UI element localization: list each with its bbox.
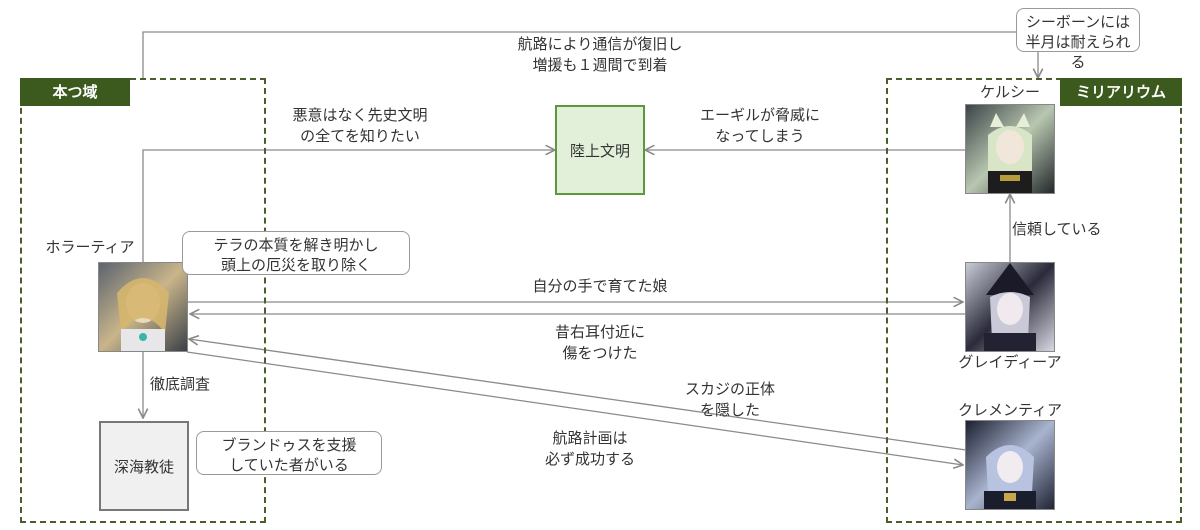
name-gladiia: グレイディーア xyxy=(958,353,1062,371)
group-label-miliarium: ミリアリウム xyxy=(1060,78,1182,106)
callout-deep-sea: ブランドゥスを支援 していた者がいる xyxy=(196,431,382,475)
portrait-horatia-image xyxy=(99,263,187,351)
group-hontsu xyxy=(20,78,266,523)
callout-horatia: テラの本質を解き明かし 頭上の厄災を取り除く xyxy=(182,231,410,275)
node-land-civilization[interactable]: 陸上文明 xyxy=(555,105,645,195)
group-label-hontsu: 本つ域 xyxy=(20,78,130,106)
group-miliarium xyxy=(886,78,1182,523)
label-horatia-clementia-line2: 必ず成功する xyxy=(544,450,635,468)
callout-deep-sea-line1: ブランドゥスを支援 xyxy=(221,436,357,454)
label-horatia-land-line1: 悪意はなく先史文明 xyxy=(292,106,428,124)
label-horatia-clementia-line1: 航路計画は xyxy=(552,429,628,447)
portrait-kelsey[interactable] xyxy=(966,105,1054,193)
callout-kelsey-line2: 半月は耐えられる xyxy=(1025,33,1131,71)
portrait-kelsey-image xyxy=(966,105,1054,193)
label-kelsey-land-line1: エーギルが脅威に xyxy=(699,106,820,124)
label-horatia-land-line2: の全てを知りたい xyxy=(300,127,420,145)
callout-deep-sea-line2: していた者がいる xyxy=(229,456,349,474)
label-kelsey-land-line2: なってしまう xyxy=(715,127,805,145)
label-gladiia-kelsey: 信頼している xyxy=(1012,220,1102,238)
portrait-horatia[interactable] xyxy=(99,263,187,351)
name-clementia: クレメンティア xyxy=(957,401,1063,419)
label-top-line1: 航路により通信が復旧し xyxy=(517,35,683,53)
edge-top-hontsu-miliarium xyxy=(142,31,1038,78)
callout-horatia-line2: 頭上の厄災を取り除く xyxy=(220,256,371,274)
portrait-clementia-image xyxy=(966,421,1054,509)
label-horatia-deep: 徹底調査 xyxy=(150,375,211,393)
label-gladiia-horatia-line1: 昔右耳付近に xyxy=(554,323,645,341)
name-kelsey: ケルシー xyxy=(979,83,1040,101)
name-horatia: ホラーティア xyxy=(45,238,135,256)
node-deep-sea-believers[interactable]: 深海教徒 xyxy=(99,421,189,511)
edge-clementia-horatia xyxy=(189,339,967,451)
label-top-line2: 増援も１週間で到着 xyxy=(532,56,668,74)
edge-horatia-clementia xyxy=(186,351,963,465)
callout-horatia-line1: テラの本質を解き明かし xyxy=(213,236,379,254)
edge-horatia-land xyxy=(142,150,555,263)
portrait-gladiia-image xyxy=(966,263,1054,351)
callout-kelsey: シーボーンには 半月は耐えられる xyxy=(1016,8,1140,71)
callout-kelsey-line1: シーボーンには xyxy=(1025,13,1131,31)
portrait-gladiia[interactable] xyxy=(966,263,1054,351)
label-gladiia-horatia-line2: 傷をつけた xyxy=(562,344,638,362)
label-horatia-gladiia: 自分の手で育てた娘 xyxy=(532,277,668,295)
label-clementia-horatia-line2: を隠した xyxy=(699,401,760,419)
portrait-clementia[interactable] xyxy=(966,421,1054,509)
label-clementia-horatia-line1: スカジの正体 xyxy=(684,380,775,398)
